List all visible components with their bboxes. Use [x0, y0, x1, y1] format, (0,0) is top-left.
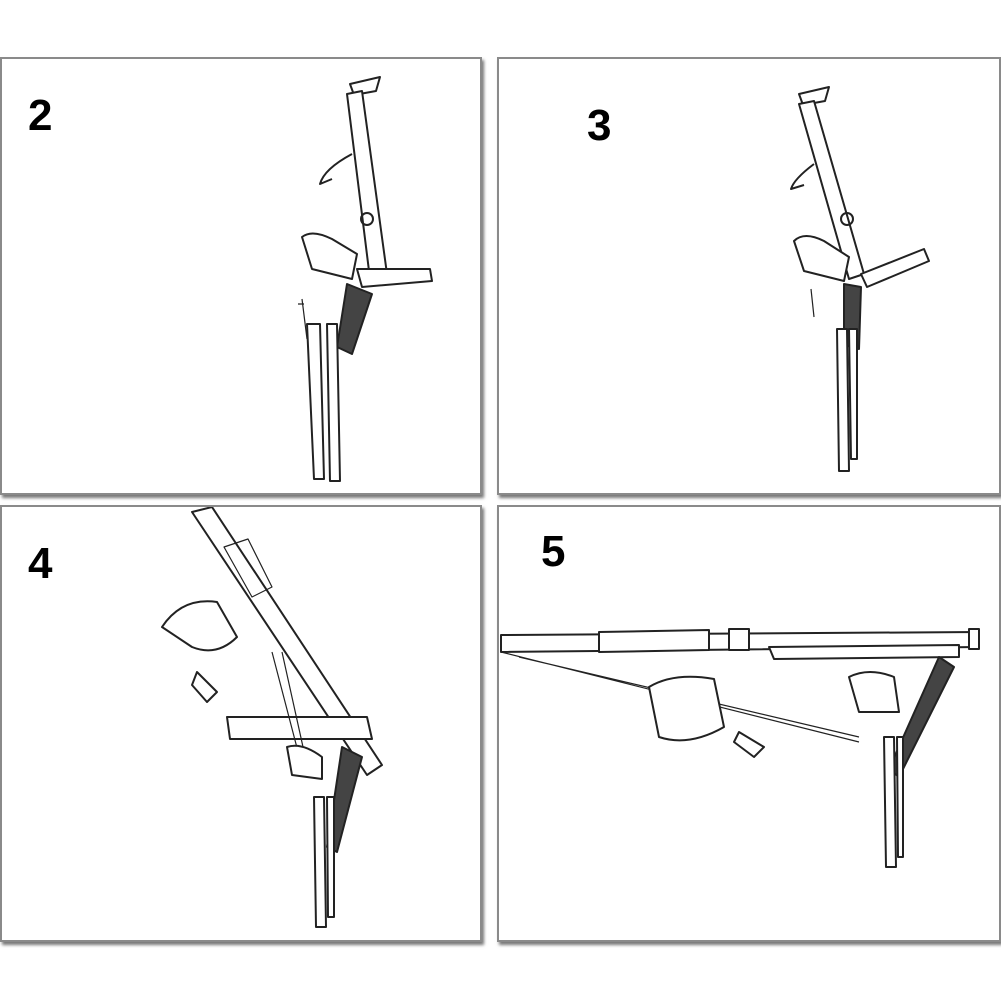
step-number: 4 — [28, 539, 53, 588]
rod-holder-folded-illustration — [298, 76, 433, 482]
step-number: 2 — [28, 91, 53, 140]
step-panel-3: 3 — [497, 57, 1001, 495]
step-number: 3 — [587, 101, 612, 150]
step-number: 5 — [541, 527, 566, 576]
rod-mounting-illustration — [161, 507, 383, 928]
rod-in-holder-illustration — [500, 628, 980, 868]
step-panel-4: 4 — [0, 505, 482, 942]
step-panel-2: 2 — [0, 57, 482, 495]
step-panel-5: 5 — [497, 505, 1001, 942]
rod-holder-unfolding-illustration — [790, 86, 930, 472]
